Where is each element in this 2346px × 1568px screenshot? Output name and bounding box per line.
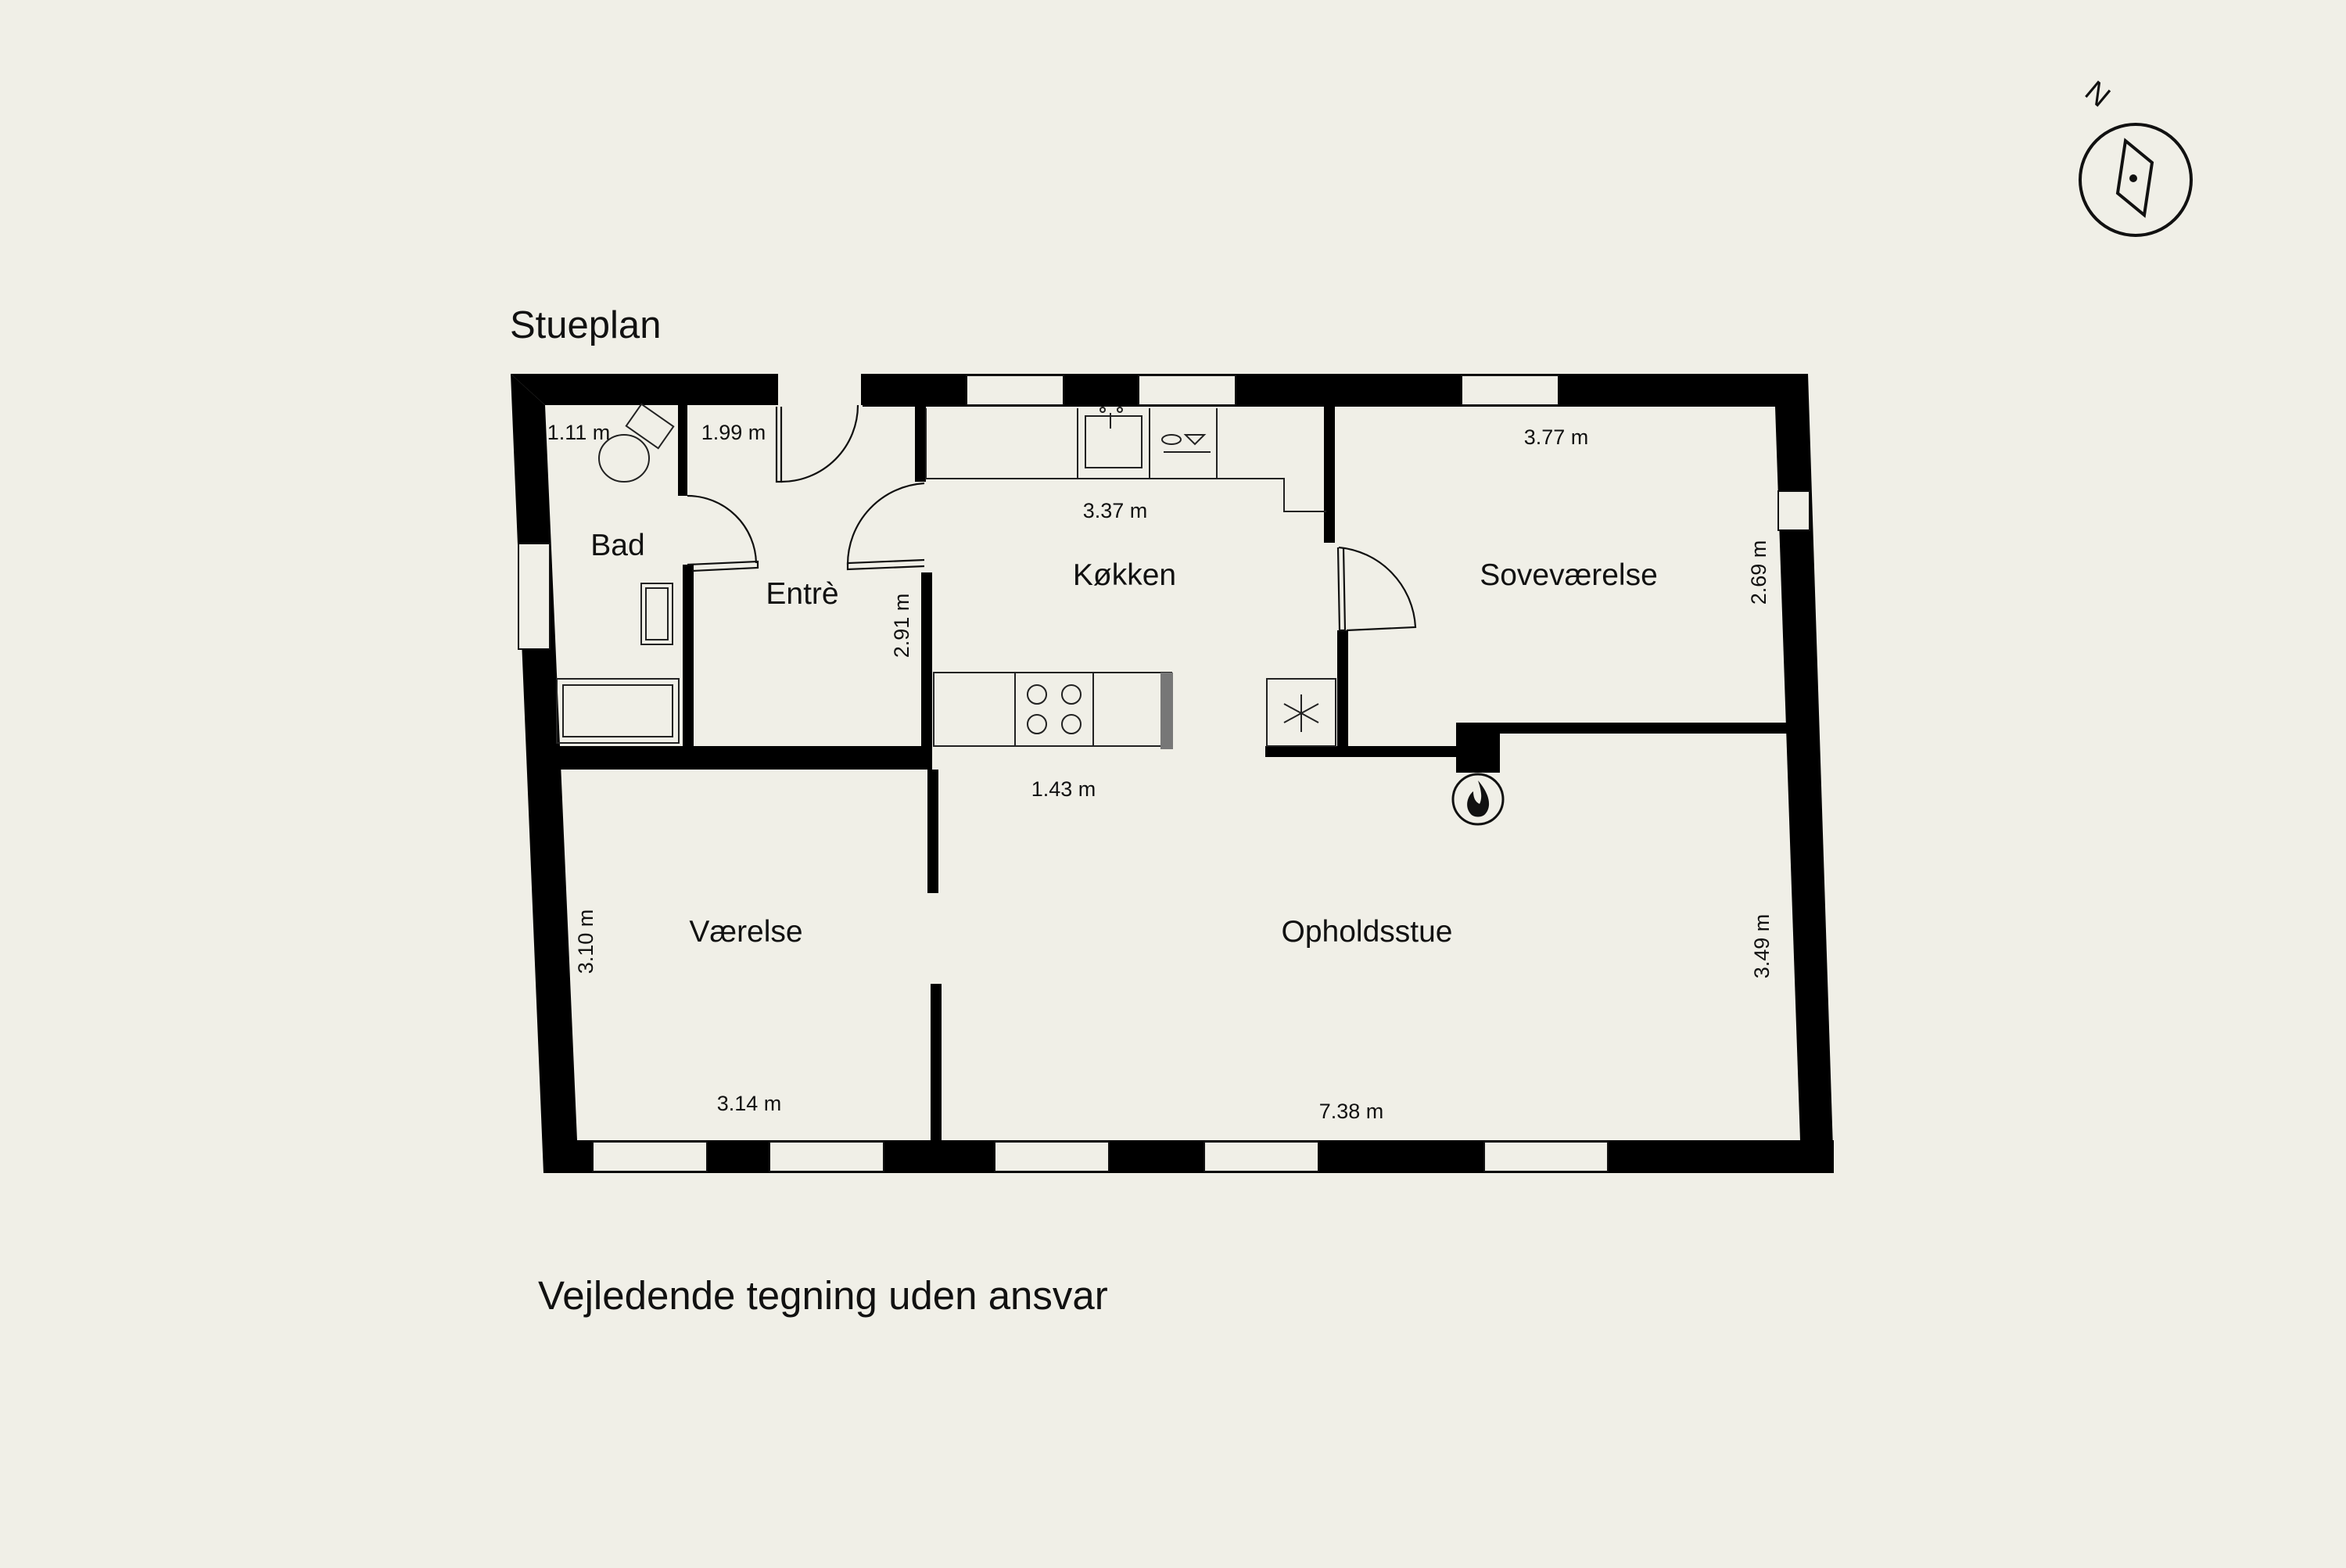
fireplace-icon	[1451, 773, 1505, 826]
window	[518, 543, 551, 650]
washbasin-icon	[640, 583, 673, 645]
sink-icon	[1085, 407, 1143, 468]
room-label-sovevaerelse: Soveværelse	[1480, 558, 1658, 592]
wall	[927, 770, 938, 893]
door-swing	[846, 482, 925, 565]
svg-text:N: N	[2079, 75, 2116, 114]
counter	[933, 672, 1172, 747]
wall-stub	[861, 374, 869, 405]
wall	[1337, 630, 1348, 746]
dimension-label: 2.91 m	[890, 594, 913, 658]
entry-opening	[777, 368, 863, 411]
wall-stub	[770, 374, 778, 405]
fridge-icon	[1266, 678, 1336, 747]
dimension-label: 7.38 m	[1319, 1100, 1384, 1123]
window	[1203, 1141, 1319, 1172]
kitchen-island	[933, 672, 1173, 749]
wall	[557, 746, 932, 770]
room-label-opholdsstue: Opholdsstue	[1282, 915, 1453, 949]
interior-walls	[557, 405, 1788, 1140]
window	[1483, 1141, 1609, 1172]
chimney	[1456, 723, 1500, 773]
door	[846, 558, 925, 571]
dimension-label: 3.10 m	[574, 910, 597, 974]
dishwasher-icon	[1161, 434, 1211, 453]
wall	[1324, 405, 1335, 543]
room-label-vaerelse: Værelse	[689, 915, 802, 949]
doors	[687, 404, 1417, 632]
wall	[1265, 746, 1456, 757]
window	[1138, 375, 1236, 406]
bathtub-icon	[556, 678, 680, 744]
door	[687, 560, 759, 572]
door-swing	[780, 404, 859, 483]
dimension-label: 1.99 m	[701, 421, 766, 444]
dimension-label: 3.37 m	[1083, 499, 1148, 522]
window	[769, 1141, 884, 1172]
wall	[683, 565, 694, 746]
door-swing	[687, 494, 758, 564]
window	[1777, 490, 1810, 531]
room-label-bad: Bad	[590, 529, 644, 562]
dimension-label: 3.49 m	[1750, 914, 1774, 979]
counter-shadow	[1160, 673, 1173, 749]
room-label-entre: Entrè	[766, 577, 838, 611]
door-swing	[1338, 546, 1417, 632]
windows	[518, 375, 1810, 1172]
stove-icon	[1027, 684, 1082, 734]
window	[994, 1141, 1110, 1172]
dimension-label: 1.43 m	[1031, 777, 1096, 801]
dimension-label: 3.14 m	[717, 1092, 782, 1115]
kitchen-counter-top	[925, 407, 1326, 512]
counter	[925, 408, 1326, 512]
outer-walls	[511, 374, 1834, 1173]
plan-title: Stueplan	[510, 304, 661, 346]
wall	[678, 405, 687, 496]
door	[775, 407, 783, 483]
compass-icon: N	[2079, 75, 2193, 237]
wall	[1500, 723, 1788, 734]
disclaimer: Vejledende tegning uden ansvar	[538, 1273, 1108, 1318]
wall	[921, 572, 932, 770]
door	[1336, 547, 1347, 632]
toilet-icon	[598, 403, 675, 483]
dimension-label: 3.77 m	[1524, 425, 1589, 449]
wall	[931, 984, 942, 1140]
north-label: N	[2079, 75, 2116, 114]
window	[592, 1141, 708, 1172]
window	[966, 375, 1064, 406]
window	[1461, 375, 1559, 406]
wall	[915, 405, 926, 482]
dimension-label: 1.11 m	[547, 421, 611, 444]
room-label-kokken: Køkken	[1073, 558, 1176, 592]
dimension-label: 2.69 m	[1747, 540, 1770, 605]
